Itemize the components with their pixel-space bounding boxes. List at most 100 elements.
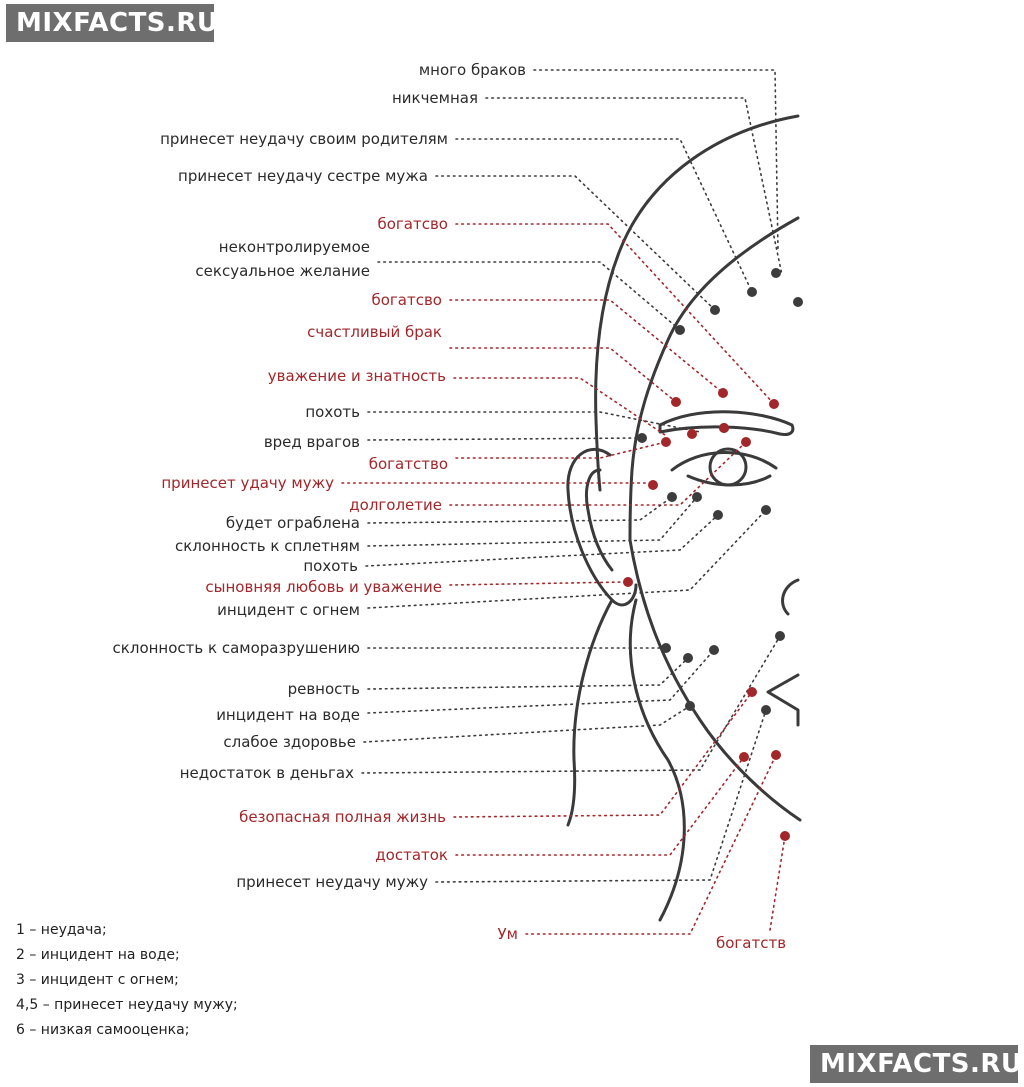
bad-point-dot (771, 268, 781, 278)
leader-line (455, 756, 745, 856)
good-point-dot (747, 687, 757, 697)
bad-point-dot (685, 701, 695, 711)
legend: 1 – неудача; 2 – инцидент на воде; 3 – и… (16, 918, 238, 1043)
bad-point-dot (637, 433, 647, 443)
bad-point-dot (667, 492, 677, 502)
point-label: достаток (375, 846, 448, 864)
point-label: будет ограблена (225, 514, 360, 532)
good-point-dot (648, 480, 658, 490)
outer-hair-line (594, 114, 800, 492)
bad-point-dot (775, 631, 785, 641)
bad-point-dot (692, 492, 702, 502)
good-point-dot (771, 750, 781, 760)
point-label: никчемная (391, 89, 478, 107)
leader-line (435, 175, 716, 311)
lips (766, 673, 800, 727)
point-label: Ум (497, 925, 518, 943)
point-label: склонность к сплетням (174, 537, 360, 555)
bad-point-dot (710, 305, 720, 315)
good-point-dot (769, 399, 779, 409)
hair-back (566, 598, 614, 827)
good-point-dot (780, 831, 790, 841)
legend-item: 1 – неудача; (16, 922, 107, 938)
leader-line (455, 441, 667, 459)
eyebrow (658, 410, 795, 436)
leader-line (367, 411, 701, 433)
good-point-dot (623, 577, 633, 587)
point-label: богатсво (377, 215, 448, 233)
legend-item: 6 – низкая самооценка; (16, 1022, 190, 1038)
leader-line (485, 97, 783, 276)
point-label: уважение и знатность (267, 367, 446, 385)
point-label: долголетие (349, 496, 442, 514)
watermark-top: MIXFACTS.RU (6, 4, 218, 42)
good-point-dot (718, 388, 728, 398)
good-point-dot (671, 397, 681, 407)
leader-line (363, 705, 691, 743)
point-label: богатство (368, 455, 448, 473)
point-label: счастливый брак (307, 323, 442, 341)
leader-line (365, 514, 719, 567)
hairline (628, 216, 800, 542)
point-label: принесет неудачу своим родителям (160, 130, 448, 148)
point-label: похоть (305, 403, 360, 421)
neck-line (628, 598, 686, 922)
leader-line (367, 437, 641, 441)
extra-point-dot (793, 297, 803, 307)
watermark-bottom: MIXFACTS.RU (810, 1045, 1022, 1083)
good-point-dot (739, 752, 749, 762)
leader-line (449, 347, 677, 403)
leader-lines (341, 69, 786, 935)
leader-line (449, 581, 627, 586)
point-label: вред врагов (263, 433, 360, 451)
point-label: склонность к саморазрушению (112, 639, 360, 657)
leader-line (361, 635, 781, 774)
point-label: инцидент на воде (216, 706, 360, 724)
leader-line (525, 754, 777, 935)
point-label: слабое здоровье (223, 733, 356, 751)
leader-line (367, 657, 689, 690)
iris (708, 447, 748, 487)
bad-point-dot (713, 510, 723, 520)
nose (781, 578, 800, 616)
point-label: безопасная полная жизнь (239, 808, 446, 826)
good-point-dot (741, 437, 751, 447)
leader-line (367, 496, 673, 524)
point-label: инцидент с огнем (217, 601, 360, 619)
acupoint-dots (623, 268, 803, 841)
point-label: принесет неудачу сестре мужа (178, 167, 428, 185)
point-label: принесет неудачу мужу (236, 873, 428, 891)
bad-point-dot (683, 653, 693, 663)
legend-item: 2 – инцидент на воде; (16, 947, 180, 963)
bad-point-dot (747, 287, 757, 297)
eye-upper (670, 451, 778, 472)
point-label: недостаток в деньгах (179, 764, 354, 782)
point-label: сексуальное желание (195, 262, 370, 280)
point-label: ревность (287, 680, 360, 698)
leader-line (455, 138, 753, 293)
leader-line (435, 709, 767, 883)
leader-line (449, 299, 724, 394)
leader-line (367, 496, 698, 547)
legend-item: 4,5 – принесет неудачу мужу; (16, 997, 238, 1013)
ear (566, 448, 638, 607)
ear-inner (585, 468, 614, 572)
bad-point-dot (761, 505, 771, 515)
point-label: сыновняя любовь и уважение (205, 578, 442, 596)
point-label: похоть (303, 557, 358, 575)
point-label: принесет удачу мужу (161, 474, 334, 492)
leader-line (367, 509, 767, 609)
jaw-line (628, 538, 802, 822)
point-label: много браков (418, 61, 526, 79)
leader-line (455, 223, 775, 405)
leader-line (367, 649, 715, 714)
bad-point-dot (709, 645, 719, 655)
leader-line (453, 377, 669, 438)
point-label: неконтролируемое (218, 238, 370, 256)
extra-point-dot (719, 423, 729, 433)
bad-point-dot (661, 643, 671, 653)
leader-line (769, 835, 786, 931)
good-point-dot (687, 429, 697, 439)
